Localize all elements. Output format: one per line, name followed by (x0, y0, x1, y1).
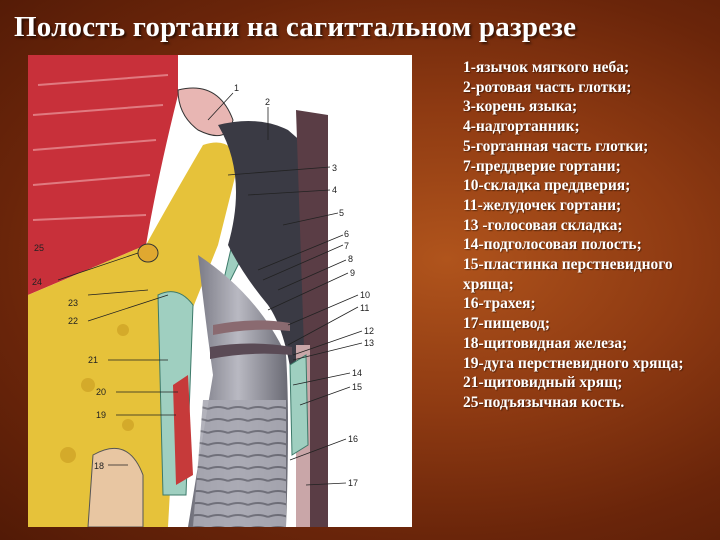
label-2: 2 (265, 97, 270, 107)
label-20: 20 (96, 387, 106, 397)
label-8: 8 (348, 254, 353, 264)
anatomy-legend-list: 1-язычок мягкого неба; 2-ротовая часть гл… (463, 58, 717, 413)
label-18: 18 (94, 461, 104, 471)
label-15: 15 (352, 382, 362, 392)
label-9: 9 (350, 268, 355, 278)
label-21: 21 (88, 355, 98, 365)
legend-item: 18-щитовидная железа; (463, 334, 628, 352)
sagittal-section-illustration: 1 2 3 4 5 6 7 8 9 10 11 12 13 14 15 16 1… (28, 55, 412, 527)
hyoid-bone (137, 243, 159, 263)
legend-item: 17-пищевод; (463, 315, 551, 333)
label-13: 13 (364, 338, 374, 348)
legend-item: 16-трахея; (463, 295, 536, 313)
legend-item: 13 -голосовая складка; (463, 216, 623, 234)
label-1: 1 (234, 83, 239, 93)
legend-item: 2-ротовая часть глотки; (463, 78, 632, 96)
legend-item: 19-дуга перстневидного хряща; (463, 354, 684, 372)
tongue-muscle (28, 55, 178, 295)
thyroid-gland (87, 447, 144, 527)
vestibular-fold (213, 320, 290, 335)
label-10: 10 (360, 290, 370, 300)
label-16: 16 (348, 434, 358, 444)
label-5: 5 (339, 208, 344, 218)
label-14: 14 (352, 368, 362, 378)
cricoid-lamina (289, 354, 309, 456)
vocal-fold (210, 343, 292, 359)
label-23: 23 (68, 298, 78, 308)
legend-item: 25-подъязычная кость. (463, 393, 625, 411)
legend-item: 7-преддверие гортани; (463, 157, 621, 175)
label-24: 24 (32, 277, 42, 287)
label-19: 19 (96, 410, 106, 420)
label-11: 11 (360, 303, 369, 313)
legend-item: 3-корень языка; (463, 98, 578, 116)
trachea-rings (193, 400, 286, 527)
legend-item: 1-язычок мягкого неба; (463, 59, 630, 76)
legend-item: 10-складка преддверия; (463, 177, 631, 195)
cricoid-cartilage (173, 375, 193, 485)
label-7: 7 (344, 241, 349, 251)
slide-title: Полость гортани на сагиттальном разрезе (14, 11, 577, 43)
label-6: 6 (344, 229, 349, 239)
legend-item: 21-щитовидный хрящ; (463, 374, 623, 392)
fat-tissue (28, 142, 238, 527)
label-17: 17 (348, 478, 358, 488)
label-25: 25 (34, 243, 44, 253)
legend-item: 15-пластинка перстневидного хряща; (463, 256, 673, 293)
label-4: 4 (332, 185, 337, 195)
leader-lines (57, 92, 363, 486)
legend-item: 4-надгортанник; (463, 118, 580, 136)
legend-item: 11-желудочек гортани; (463, 196, 622, 214)
legend-item: 5-гортанная часть глотки; (463, 137, 649, 155)
larynx-diagram: 1 2 3 4 5 6 7 8 9 10 11 12 13 14 15 16 1… (28, 55, 374, 527)
label-3: 3 (332, 163, 337, 173)
legend-item: 14-подголосовая полость; (463, 236, 642, 254)
label-22: 22 (68, 316, 78, 326)
label-12: 12 (364, 326, 374, 336)
pharynx-wall (296, 110, 328, 527)
